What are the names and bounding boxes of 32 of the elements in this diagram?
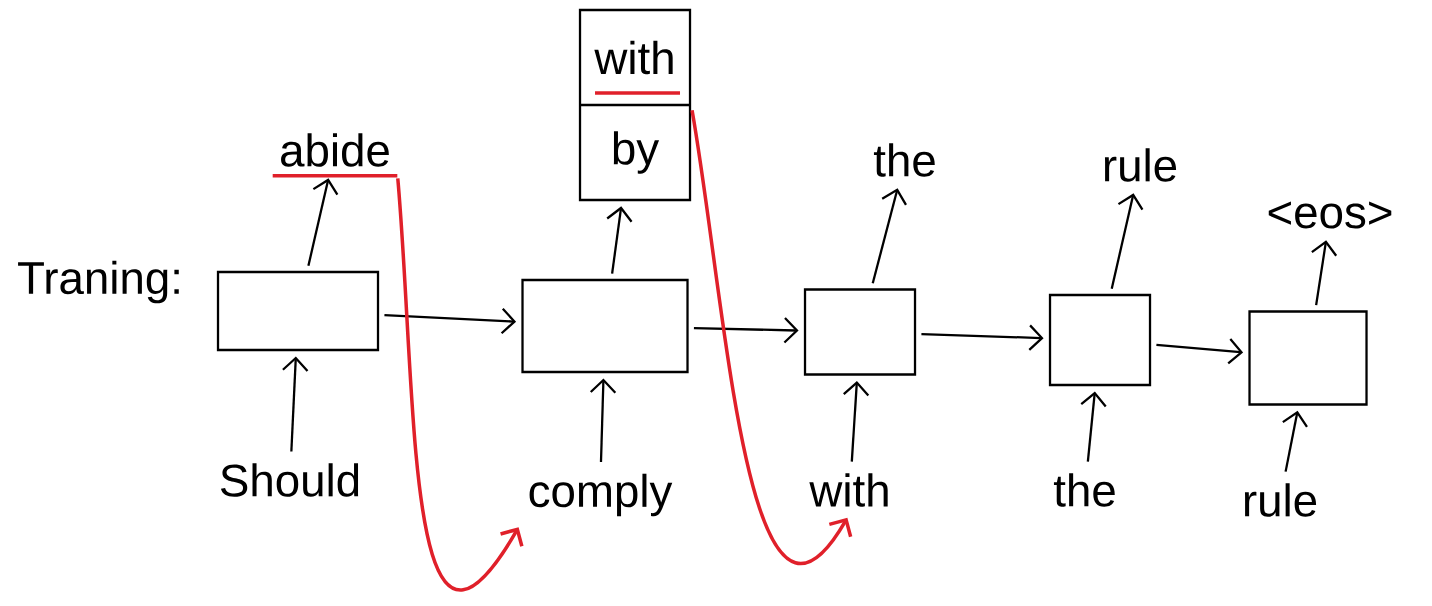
arrow: [589, 378, 617, 463]
row-label: Traning:: [18, 260, 179, 304]
word: rule: [1104, 148, 1177, 182]
arrow: [1311, 240, 1338, 306]
arrow: [921, 324, 1044, 351]
arrow: [871, 188, 907, 284]
arrow: [384, 307, 517, 335]
arrow: [1110, 193, 1144, 289]
cell-box: [803, 288, 917, 376]
cell-box: [1048, 293, 1152, 387]
arrow: [690, 109, 853, 565]
word: the: [873, 143, 935, 177]
cell-box: [216, 270, 380, 352]
cell-box: [1248, 310, 1368, 406]
arrow: [1282, 410, 1308, 472]
word: with: [809, 473, 888, 507]
arrow: [307, 178, 339, 266]
arrow: [1156, 338, 1244, 365]
arrow: [693, 317, 799, 344]
word: abide: [281, 133, 389, 167]
arrow: [396, 178, 524, 591]
arrow: [282, 356, 309, 452]
cell-box: [521, 278, 689, 374]
word: <eos>: [1268, 201, 1392, 229]
word: comply: [529, 473, 673, 517]
word: Should: [220, 463, 359, 497]
arrow: [1080, 391, 1107, 462]
arrow: [843, 380, 870, 462]
word: rule: [1244, 483, 1317, 517]
candidate-stack-box: with by: [578, 8, 692, 202]
word: the: [1053, 473, 1115, 507]
arrow: [606, 206, 633, 274]
